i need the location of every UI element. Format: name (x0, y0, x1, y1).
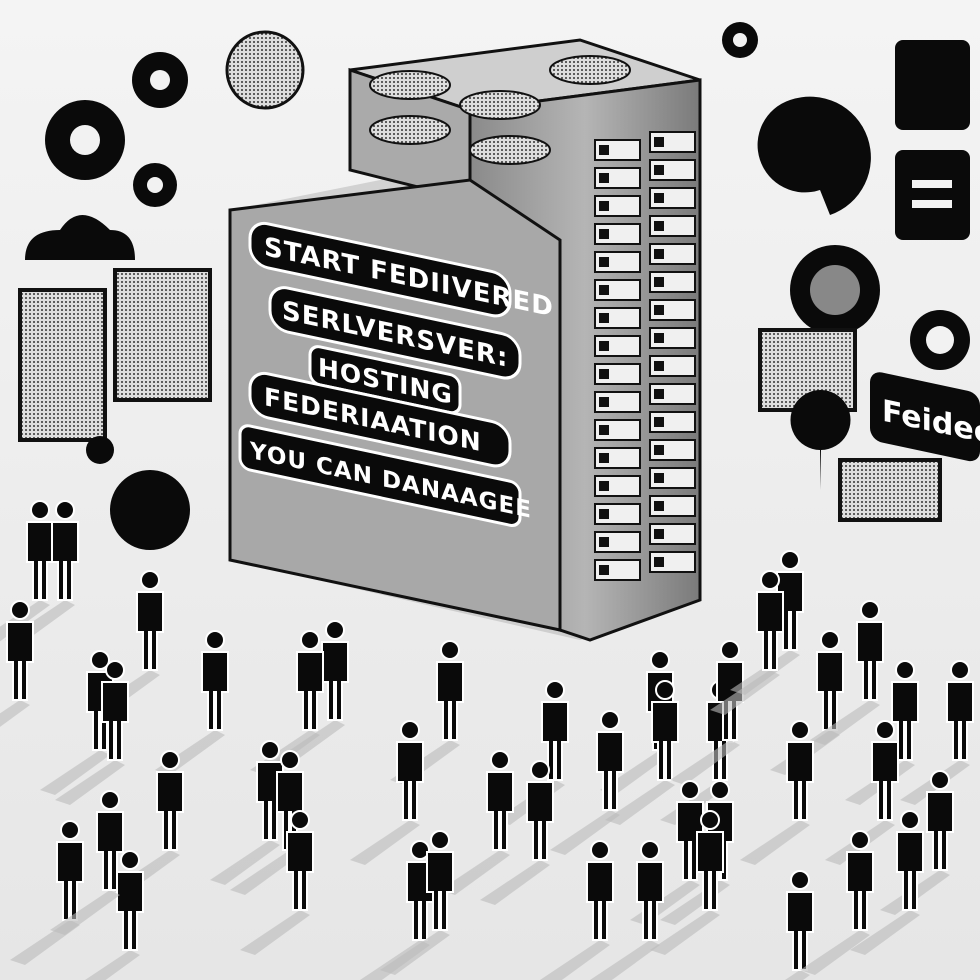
rack-led (654, 165, 664, 175)
rack-led (654, 137, 664, 147)
rack-led (599, 565, 609, 575)
rack-led (654, 361, 664, 371)
person-silhouette (350, 720, 424, 865)
rack-led (599, 453, 609, 463)
rack-led (654, 473, 664, 483)
person-silhouette (740, 720, 814, 865)
person-silhouette (540, 840, 614, 980)
person-silhouette (480, 760, 554, 905)
rack-led (599, 145, 609, 155)
rack-led (599, 201, 609, 211)
person-silhouette (650, 810, 724, 955)
rack-led (599, 313, 609, 323)
rack-led (654, 193, 664, 203)
rack-led (654, 417, 664, 427)
rack-led (599, 425, 609, 435)
rack-led (654, 445, 664, 455)
person-silhouette (230, 750, 304, 895)
rack-led (599, 257, 609, 267)
person-silhouette (810, 600, 884, 745)
rack-led (654, 277, 664, 287)
rack-led (599, 285, 609, 295)
rack-led (599, 341, 609, 351)
rack-led (599, 229, 609, 239)
rack-led (599, 369, 609, 379)
person-silhouette (605, 680, 679, 825)
rack-led (654, 389, 664, 399)
person-silhouette (710, 570, 784, 715)
person-silhouette (55, 660, 129, 805)
person-silhouette (240, 810, 314, 955)
right-icon-cluster: Feidec (722, 22, 980, 522)
person-silhouette (50, 790, 124, 935)
rack-led (654, 501, 664, 511)
rack-led (654, 305, 664, 315)
crowd (0, 500, 974, 980)
rack-led (654, 249, 664, 259)
person-silhouette (850, 810, 924, 955)
person-silhouette (85, 850, 144, 980)
rack-led (654, 333, 664, 343)
rack-led (599, 481, 609, 491)
person-silhouette (800, 830, 874, 975)
rack-led (654, 557, 664, 567)
rack-led (599, 537, 609, 547)
left-icon-cluster (18, 30, 305, 550)
person-silhouette (590, 840, 664, 980)
rack-led (654, 221, 664, 231)
person-silhouette (0, 600, 34, 727)
rack-led (599, 397, 609, 407)
server-rack-units (594, 131, 696, 581)
rack-led (654, 529, 664, 539)
person-silhouette (550, 710, 624, 855)
rack-led (599, 173, 609, 183)
rack-led (599, 509, 609, 519)
person-silhouette (380, 830, 454, 975)
person-silhouette (440, 750, 514, 895)
person-silhouette (785, 870, 814, 980)
